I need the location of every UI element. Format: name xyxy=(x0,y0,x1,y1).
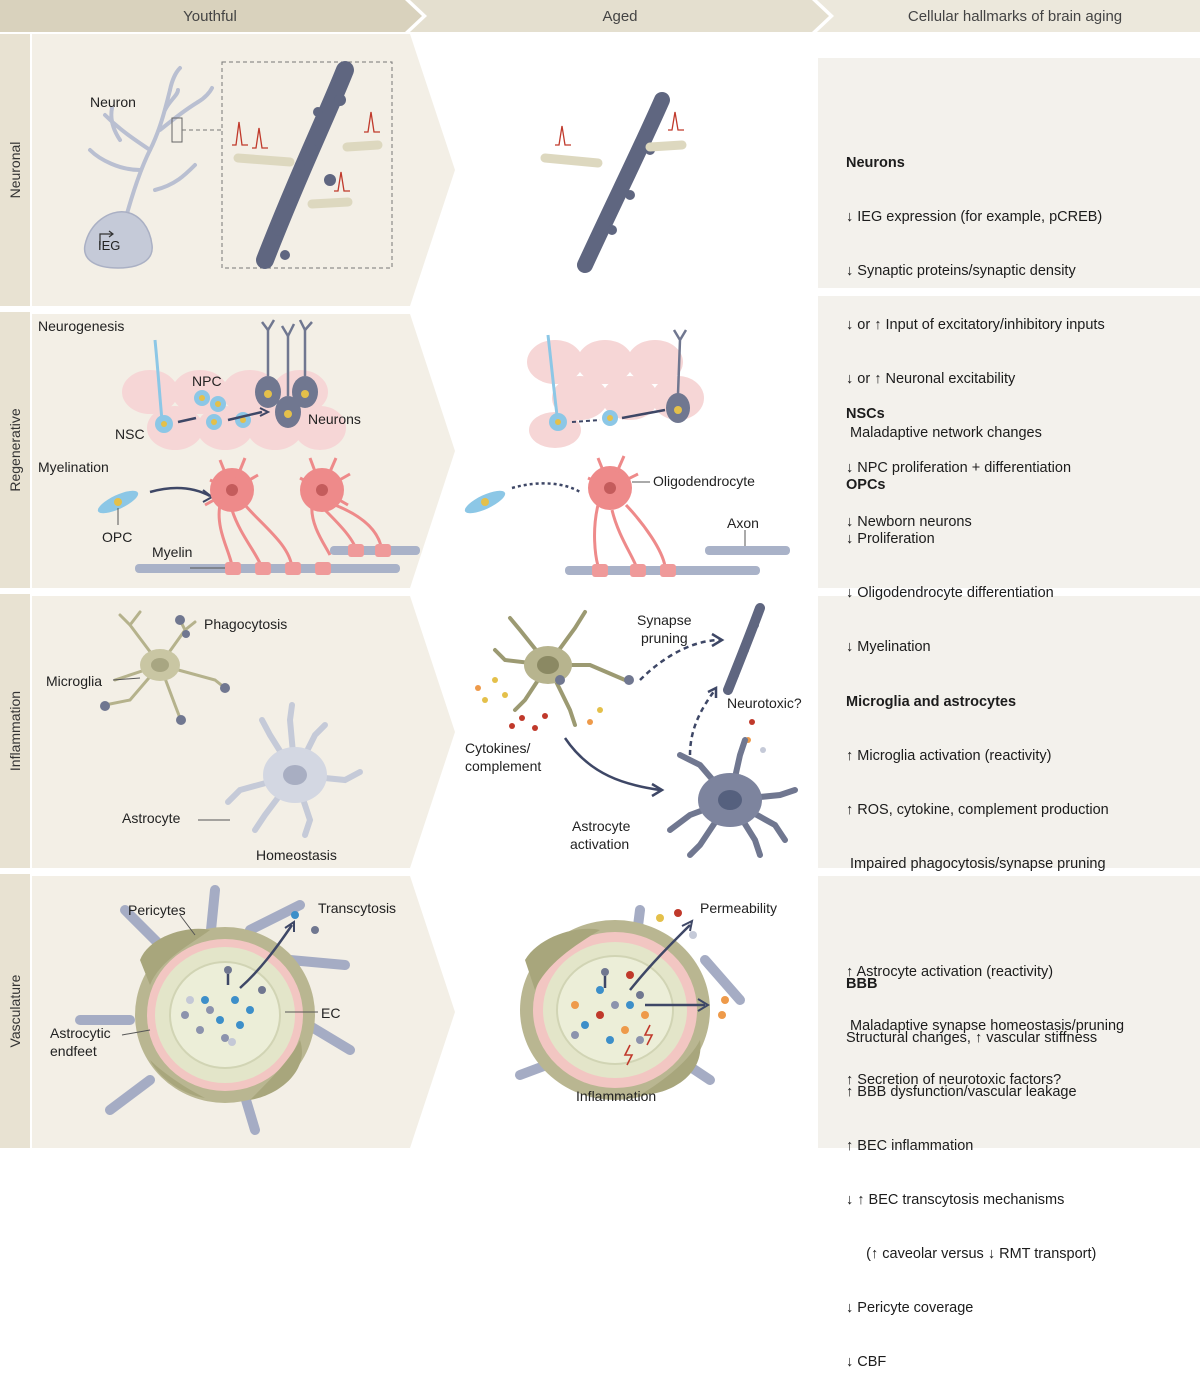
regenerative-illustrations xyxy=(97,319,790,577)
label-npc: NPC xyxy=(192,373,222,389)
label-axon: Axon xyxy=(727,515,759,531)
label-phagocytosis: Phagocytosis xyxy=(204,616,288,632)
row-label-vasculature: Vasculature xyxy=(0,874,30,1148)
row-label-inflammation: Inflammation xyxy=(0,594,30,868)
column-header-hallmarks: Cellular hallmarks of brain aging xyxy=(907,7,1123,25)
row-label-regenerative: Regenerative xyxy=(0,312,30,588)
label-synapse: Synapse xyxy=(637,612,692,628)
aged-dendrite xyxy=(540,92,687,273)
label-neuron: Neuron xyxy=(90,94,136,110)
label-inflammation-vessel: Inflammation xyxy=(576,1088,657,1104)
label-microglia: Microglia xyxy=(46,673,103,689)
column-header-youthful: Youthful xyxy=(183,7,237,25)
label-ieg: IEG xyxy=(98,238,121,253)
hallmark-glia: Microglia and astrocytes ↑ Microglia act… xyxy=(846,694,1125,1088)
header-arrows xyxy=(0,0,1200,32)
label-myelin: Myelin xyxy=(152,544,193,560)
label-astrocyte-activation-1: Astrocyte xyxy=(572,818,631,834)
hallmark-nscs: NSCs ↓ NPC proliferation + differentiati… xyxy=(846,406,1072,530)
aged-vessel xyxy=(515,905,745,1100)
hallmark-bbb: BBB Structural changes, ↑ vascular stiff… xyxy=(846,976,1098,1370)
row-label-neuronal: Neuronal xyxy=(0,34,30,306)
label-astrocytic: Astrocytic xyxy=(50,1025,111,1041)
label-neurons: Neurons xyxy=(308,411,361,427)
column-header-aged: Aged xyxy=(602,7,638,25)
label-oligodendrocyte: Oligodendrocyte xyxy=(653,473,755,489)
youthful-dendrite xyxy=(232,61,383,269)
label-complement: complement xyxy=(465,758,542,774)
label-neurotoxic: Neurotoxic? xyxy=(727,695,802,711)
label-astrocyte: Astrocyte xyxy=(122,810,181,826)
label-homeostasis: Homeostasis xyxy=(256,847,337,863)
hallmark-opcs: OPCs ↓ Proliferation ↓ Oligodendrocyte d… xyxy=(846,477,1054,655)
label-pericytes: Pericytes xyxy=(128,902,186,918)
label-endfeet: endfeet xyxy=(50,1043,97,1059)
label-neurogenesis: Neurogenesis xyxy=(38,318,125,334)
hallmark-neurons: Neurons ↓ IEG expression (for example, p… xyxy=(846,155,1105,441)
label-myelination: Myelination xyxy=(38,459,109,475)
label-nsc: NSC xyxy=(115,426,145,442)
youthful-neuron xyxy=(88,66,214,242)
label-pruning: pruning xyxy=(641,630,688,646)
label-opc: OPC xyxy=(102,529,133,545)
label-cytokines: Cytokines/ xyxy=(465,740,531,756)
label-permeability: Permeability xyxy=(700,900,778,916)
vasculature-illustrations xyxy=(75,885,745,1135)
youthful-vessel xyxy=(75,885,355,1135)
label-astrocyte-activation-2: activation xyxy=(570,836,630,852)
label-transcytosis: Transcytosis xyxy=(318,900,397,916)
inflammation-illustrations xyxy=(100,603,798,858)
neuronal-illustrations xyxy=(83,61,687,273)
label-ec: EC xyxy=(321,1005,341,1021)
aged-niche xyxy=(527,340,704,448)
